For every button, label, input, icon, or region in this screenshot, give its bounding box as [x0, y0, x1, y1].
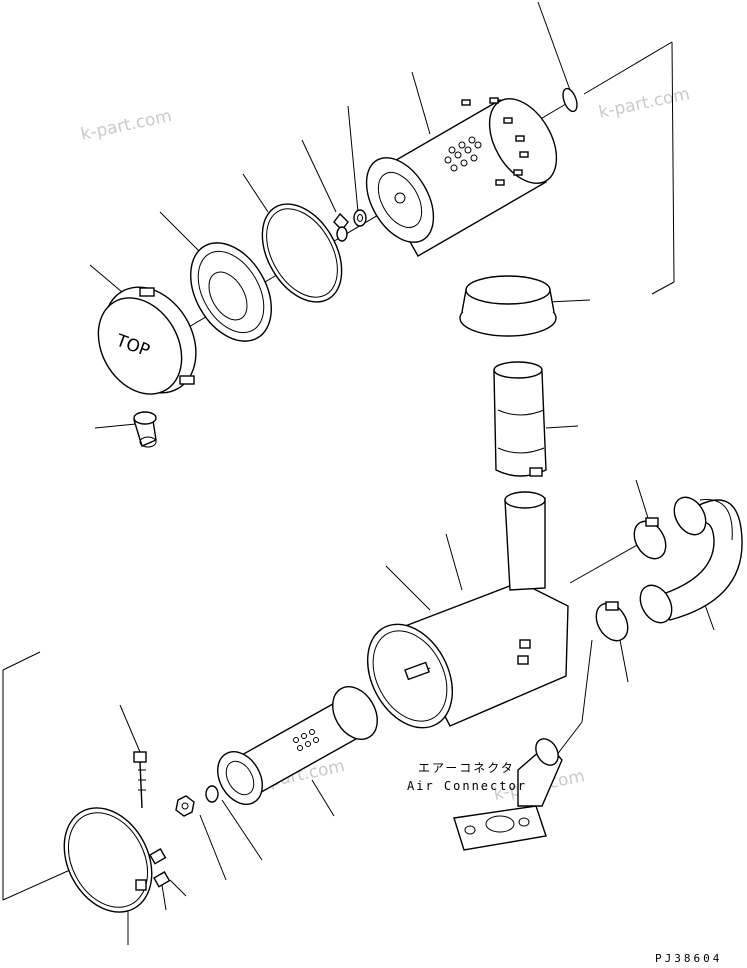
washer-bottom — [205, 785, 219, 803]
outer-filter-element — [365, 97, 558, 257]
air-connector-label-en: Air Connector — [407, 779, 527, 793]
hose-clamp-upper — [633, 517, 667, 560]
hose-clamp-lower — [595, 601, 629, 642]
precleaner-cap — [459, 275, 557, 337]
band-clamp — [63, 807, 171, 913]
air-connector — [453, 738, 563, 851]
bolt — [133, 751, 147, 809]
drawing-code: PJ38604 — [655, 952, 722, 965]
air-connector-label-jp: エアーコネクタ — [418, 761, 515, 775]
intake-pipe — [493, 361, 547, 477]
hex-nut — [175, 795, 195, 817]
main-housing — [366, 491, 569, 729]
filter-tabs — [461, 97, 529, 186]
watermark-1: k-part.com — [79, 106, 174, 145]
filter-holes — [444, 136, 482, 172]
inner-filter-element — [217, 686, 378, 805]
watermark-2: k-part.com — [597, 84, 692, 123]
ring-top — [562, 87, 578, 113]
wing-nut — [333, 212, 349, 242]
elbow-hose — [639, 496, 743, 624]
cover-clip-top — [139, 287, 155, 297]
washer-top — [353, 209, 367, 227]
baffle-plate — [190, 242, 272, 342]
cover: TOP — [97, 286, 197, 395]
evacuator-valve — [133, 411, 157, 448]
leader-lines — [89, 1, 715, 945]
cover-clip-bottom — [179, 375, 195, 385]
